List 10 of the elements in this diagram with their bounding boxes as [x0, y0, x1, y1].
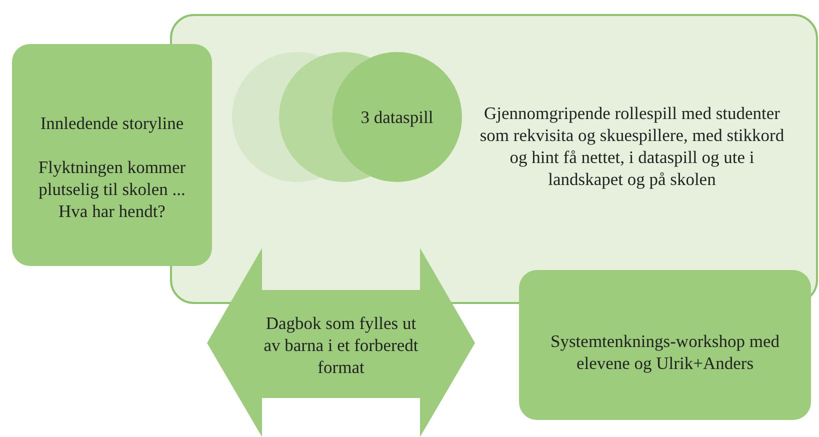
crescent-shape: [232, 52, 320, 182]
rounded-box: [519, 270, 811, 420]
node-text: Gjennomgripende rollespill med studenter som rekvisita og skuespillere, med stikkord og hint få nettet, i dataspill og ute i landskapet og på skolen: [478, 102, 786, 190]
node-text: 3 dataspill: [360, 106, 434, 128]
crescent-shape: [279, 52, 370, 182]
node-text: Systemtenknings-workshop med elevene og Ulrik+Anders: [550, 330, 780, 374]
node-text: Dagbok som fylles ut av barna i et forberedt format: [262, 312, 420, 378]
node-text: Flyktningen kommer plutselig til skolen ... Hva har hendt?: [37, 156, 187, 222]
rounded-box: [12, 44, 212, 266]
node-text: Innledende storyline: [39, 112, 185, 134]
